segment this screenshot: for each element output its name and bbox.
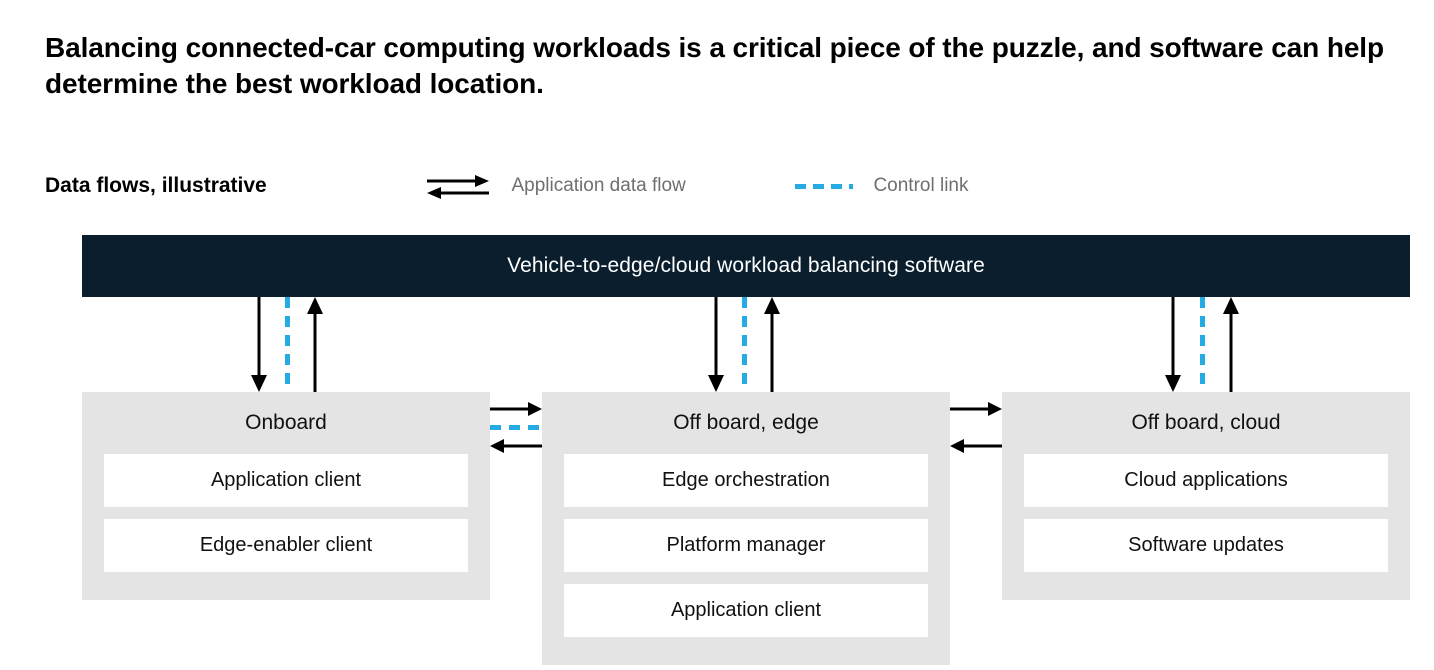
workload-balancing-software-bar: Vehicle-to-edge/cloud workload balancing…	[82, 235, 1410, 297]
panel-title-onboard: Onboard	[245, 411, 327, 434]
legend-label-control-link: Control link	[873, 175, 969, 196]
legend-item-application-data-flow: Application data flow	[425, 172, 686, 200]
panel-item: Application client	[564, 584, 928, 637]
vertical-down-arrow-onboard	[246, 297, 272, 392]
panel-title-off-board-edge: Off board, edge	[673, 411, 819, 434]
vertical-control-link-edge	[742, 297, 747, 392]
vertical-up-arrow-onboard	[302, 297, 328, 392]
page-title: Balancing connected-car computing worklo…	[45, 32, 1384, 99]
vertical-up-arrow-edge	[759, 297, 785, 392]
panel-item: Application client	[104, 454, 468, 507]
panel-onboard: Onboard Application client Edge-enabler …	[82, 392, 490, 600]
panel-item: Edge-enabler client	[104, 519, 468, 572]
legend-label-application-data-flow: Application data flow	[511, 175, 686, 196]
horizontal-control-link-onboard-edge	[490, 425, 542, 430]
horizontal-left-arrow-onboard-edge	[490, 437, 542, 455]
legend-caption: Data flows, illustrative	[45, 174, 267, 197]
panel-item: Edge orchestration	[564, 454, 928, 507]
horizontal-right-arrow-onboard-edge	[490, 400, 542, 418]
vertical-down-arrow-edge	[703, 297, 729, 392]
workload-balancing-software-label: Vehicle-to-edge/cloud workload balancing…	[507, 254, 985, 277]
panel-off-board-edge: Off board, edge Edge orchestration Platf…	[542, 392, 950, 665]
horizontal-right-arrow-edge-cloud	[950, 400, 1002, 418]
dashed-line-icon	[795, 172, 853, 200]
vertical-control-link-cloud	[1200, 297, 1205, 392]
vertical-down-arrow-cloud	[1160, 297, 1186, 392]
horizontal-left-arrow-edge-cloud	[950, 437, 1002, 455]
panel-item: Platform manager	[564, 519, 928, 572]
bidirectional-arrow-icon	[425, 172, 491, 200]
panel-off-board-cloud: Off board, cloud Cloud applications Soft…	[1002, 392, 1410, 600]
vertical-up-arrow-cloud	[1218, 297, 1244, 392]
panel-item: Software updates	[1024, 519, 1388, 572]
panel-item: Cloud applications	[1024, 454, 1388, 507]
legend-item-control-link: Control link	[795, 172, 969, 200]
panel-title-off-board-cloud: Off board, cloud	[1131, 411, 1281, 434]
vertical-control-link-onboard	[285, 297, 290, 392]
